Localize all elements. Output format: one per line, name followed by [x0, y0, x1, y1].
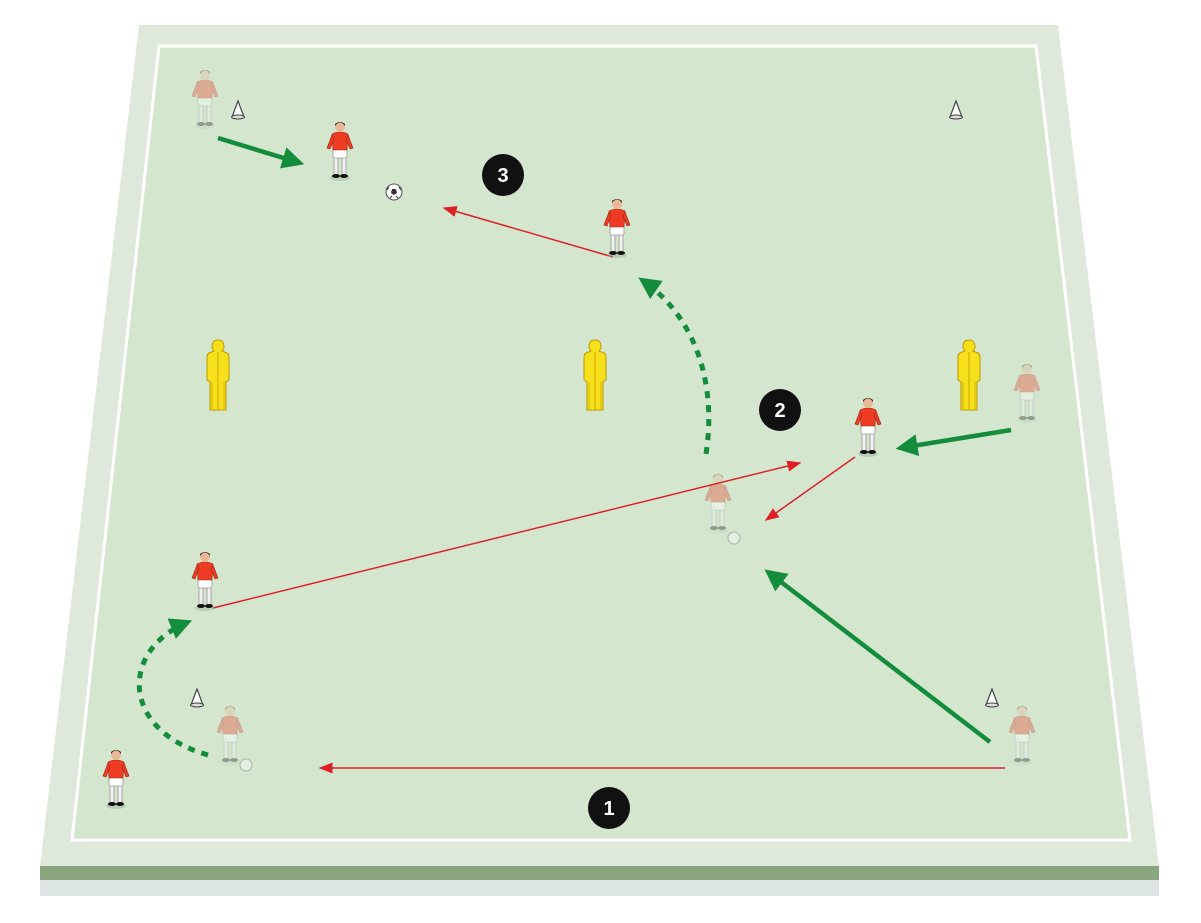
step-badge-2: 2 — [759, 389, 801, 431]
pitch-boundary — [70, 44, 1132, 842]
pass-arrow — [764, 456, 856, 521]
curved-run-arrow — [136, 618, 209, 758]
step-label: 2 — [774, 400, 785, 422]
step-label: 3 — [497, 165, 508, 187]
step-badge-1: 1 — [588, 787, 630, 829]
pitch-base-dark — [40, 866, 1159, 880]
step-label: 1 — [603, 798, 614, 820]
pitch-base-light — [40, 880, 1159, 896]
run-arrow — [895, 427, 1012, 457]
ball-icon — [727, 531, 741, 545]
run-arrow — [217, 135, 305, 169]
run-arrow — [764, 569, 992, 744]
pass-arrow — [212, 460, 802, 609]
ball-icon — [385, 183, 403, 201]
step-badge-3: 3 — [482, 154, 524, 196]
ball-icon — [239, 758, 253, 772]
curved-run-arrow — [638, 277, 712, 455]
pass-arrow — [442, 206, 614, 258]
